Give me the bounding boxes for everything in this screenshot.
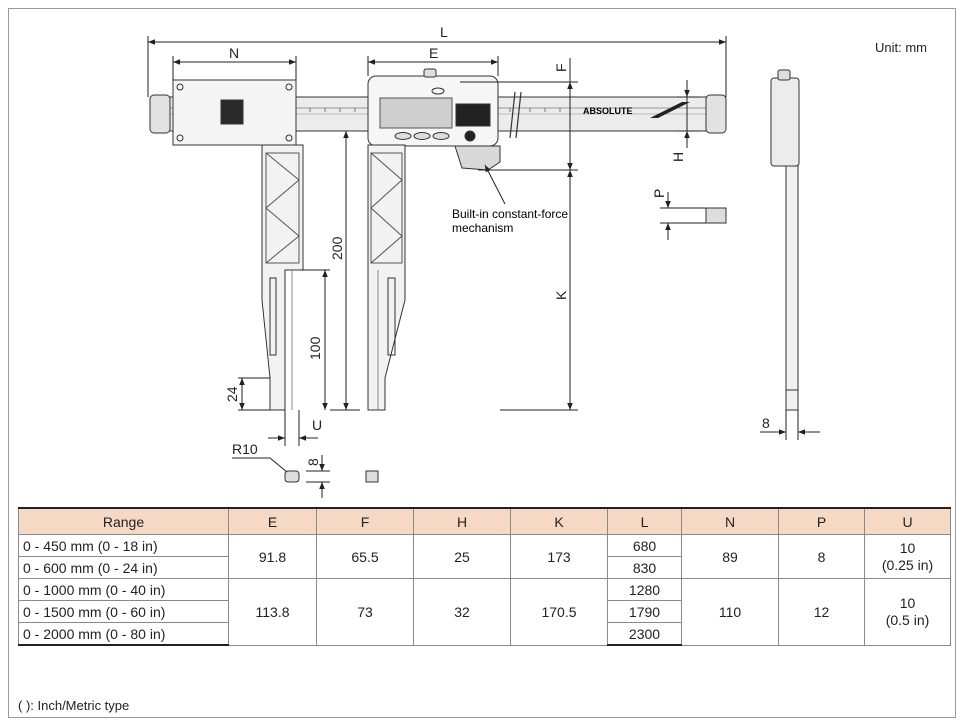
u-value: 10 [899,539,916,556]
table-header-row: Range E F H K L N P U [18,507,951,535]
range-cell: 0 - 450 mm (0 - 18 in) [18,534,229,557]
slider-jaw [367,144,406,411]
beam-scale-ticks [309,108,561,112]
callout-line-2: mechanism [452,221,513,235]
l-cell: 1790 [607,600,682,623]
slider-tip-section [365,470,379,483]
k-cell: 170.5 [510,578,608,646]
header-f: F [316,507,414,535]
header-u: U [864,507,951,535]
l-cell: 680 [607,534,682,557]
table-row: 0 - 600 mm (0 - 24 in) 830 [18,556,951,579]
range-cell: 0 - 2000 mm (0 - 80 in) [18,622,229,646]
button-3 [432,132,450,140]
range-cell: 0 - 600 mm (0 - 24 in) [18,556,229,579]
right-end-cap [705,94,727,134]
n-cell: 89 [681,534,779,579]
footnote: ( ): Inch/Metric type [18,698,130,713]
table-row: 0 - 1500 mm (0 - 60 in) 1790 [18,600,951,623]
u-cell: 10(0.25 in) [864,534,951,579]
header-k: K [510,507,608,535]
side-view-head [770,77,800,167]
dim-label-side-8: 8 [762,415,770,431]
range-cell: 0 - 1500 mm (0 - 60 in) [18,600,229,623]
dim-label-R10: R10 [232,441,258,457]
u-inch-value: (0.5 in) [885,611,930,628]
button-2 [413,132,431,140]
unit-label: Unit: mm [875,40,927,55]
brand-logo: ABSOLUTE [583,106,633,116]
l-cell: 1280 [607,578,682,601]
dim-label-100: 100 [307,336,323,360]
f-cell: 65.5 [316,534,414,579]
data-output-port [220,99,244,125]
p-cell: 8 [778,534,865,579]
l-cell: 2300 [607,622,682,646]
dim-label-tip-8: 8 [305,458,321,466]
spec-table: Range E F H K L N P U 0 - 450 mm (0 - 18… [18,507,951,646]
dim-label-K: K [553,290,569,300]
p-tip-section [705,207,727,224]
table-row: 0 - 2000 mm (0 - 80 in) 2300 [18,622,951,646]
table-row: 0 - 450 mm (0 - 18 in) 91.8 65.5 25 173 … [18,534,951,579]
range-cell: 0 - 1000 mm (0 - 40 in) [18,578,229,601]
left-end-cap [149,94,171,134]
dim-label-E: E [429,45,438,61]
header-l: L [607,507,682,535]
u-inch-value: (0.25 in) [881,556,934,573]
e-cell: 113.8 [228,578,317,646]
lcd-display [379,97,453,129]
dim-label-P: P [651,189,667,198]
lock-screw [423,68,437,78]
dim-label-24: 24 [224,386,240,402]
u-value: 10 [899,594,916,611]
u-cell: 10(0.5 in) [864,578,951,646]
dim-label-L: L [440,24,448,40]
e-cell: 91.8 [228,534,317,579]
callout-line-1: Built-in constant-force [452,207,568,221]
r10-tip-section [284,470,300,483]
figure-frame [8,8,956,718]
n-cell: 110 [681,578,779,646]
header-h: H [413,507,511,535]
h-cell: 25 [413,534,511,579]
header-p: P [778,507,865,535]
header-n: N [681,507,779,535]
caliper-drawing: L N E F H P K 200 100 24 U R10 8 8 Built… [147,24,820,498]
h-cell: 32 [413,578,511,646]
dim-label-F: F [553,63,569,72]
dim-label-200: 200 [329,236,345,260]
l-cell: 830 [607,556,682,579]
p-cell: 12 [778,578,865,646]
fixed-jaw [261,144,304,411]
dim-label-N: N [229,45,239,61]
dim-label-U: U [312,417,322,433]
f-cell: 73 [316,578,414,646]
table-row: 0 - 1000 mm (0 - 40 in) 113.8 73 32 170.… [18,578,951,646]
constant-force-mechanism [454,145,501,171]
dim-label-H: H [670,152,686,162]
k-cell: 173 [510,534,608,579]
logo-stripe [650,102,690,118]
header-range: Range [18,507,229,535]
button-1 [394,132,412,140]
header-e: E [228,507,317,535]
